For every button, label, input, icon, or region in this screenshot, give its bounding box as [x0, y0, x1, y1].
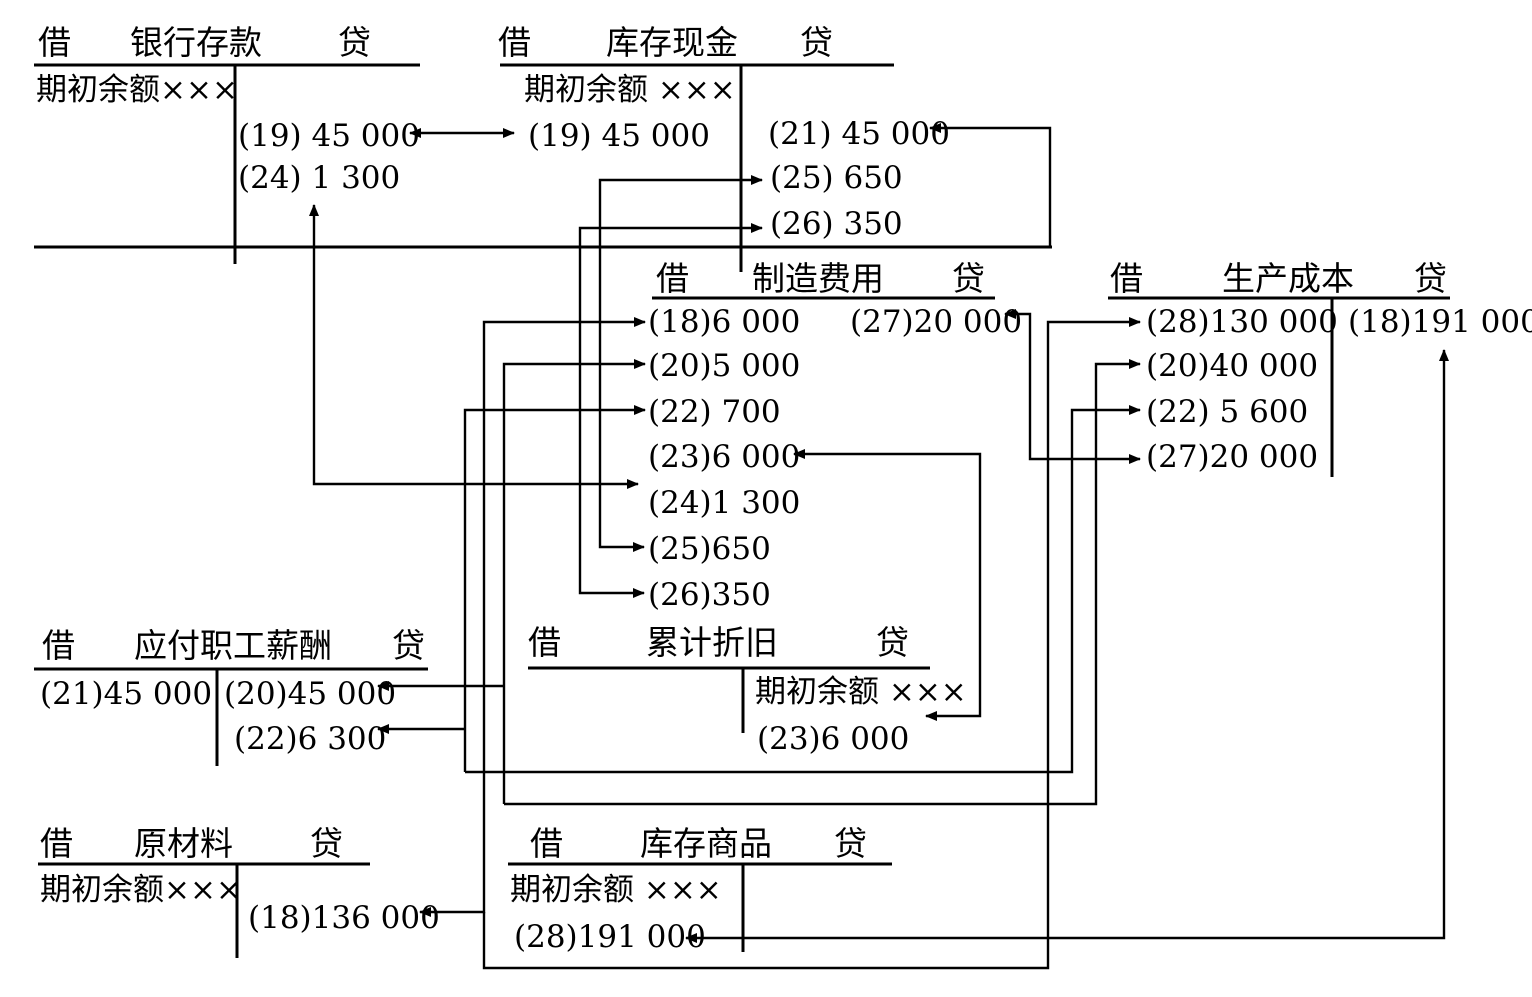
cash-credit-entry: (21) 45 000 [768, 116, 950, 152]
production-debit-entry: (28)130 000 [1146, 304, 1338, 340]
account-depreciation: 借 累计折旧 贷 期初余额 ××× (23)6 000 [528, 623, 967, 757]
arrow-22-overhead [463, 405, 646, 772]
overhead-debit-entry: (22) 700 [648, 394, 781, 430]
arrow-28 [685, 349, 1449, 943]
account-payroll: 借 应付职工薪酬 贷 (21)45 000 (20)45 000 (22)6 3… [34, 626, 428, 766]
goods-debit-entry: (28)191 000 [514, 919, 706, 955]
account-production: 借 生产成本 贷 (28)130 000 (20)40 000 (22) 5 6… [1108, 259, 1532, 477]
bank-credit-label: 贷 [338, 23, 371, 62]
production-debit-label: 借 [1110, 259, 1143, 298]
production-debit-entry: (22) 5 600 [1146, 394, 1308, 430]
account-materials: 借 原材料 贷 期初余额××× (18)136 000 [38, 824, 440, 958]
overhead-debit-entry: (26)350 [648, 577, 771, 613]
overhead-credit-entry: (27)20 000 [850, 304, 1022, 340]
bank-debit-label: 借 [38, 23, 71, 62]
depreciation-debit-label: 借 [528, 623, 561, 662]
cash-title: 库存现金 [606, 23, 738, 62]
payroll-credit-entry: (20)45 000 [224, 676, 396, 712]
goods-title: 库存商品 [640, 824, 772, 863]
payroll-credit-entry: (22)6 300 [234, 721, 386, 757]
materials-credit-entry: (18)136 000 [248, 900, 440, 936]
account-cash: 借 库存现金 贷 期初余额 ××× (19) 45 000 (21) 45 00… [498, 23, 950, 272]
production-credit-label: 贷 [1414, 259, 1447, 298]
overhead-credit-label: 贷 [952, 259, 985, 298]
materials-credit-label: 贷 [310, 824, 343, 863]
bank-credit-entry: (19) 45 000 [238, 118, 420, 154]
cash-debit-label: 借 [498, 23, 531, 62]
payroll-debit-label: 借 [42, 626, 75, 665]
connectors [309, 123, 1449, 970]
depreciation-credit-entry: 期初余额 ××× [755, 674, 967, 710]
cash-debit-entry: 期初余额 ××× [524, 72, 736, 108]
cash-debit-entry: (19) 45 000 [528, 118, 710, 154]
arrow-18-production [482, 317, 1141, 970]
bank-credit-entry: (24) 1 300 [238, 160, 400, 196]
depreciation-credit-label: 贷 [876, 623, 909, 662]
overhead-debit-entry: (20)5 000 [648, 348, 800, 384]
depreciation-title: 累计折旧 [646, 623, 778, 662]
arrow-21 [929, 123, 1052, 247]
account-bank: 借 银行存款 贷 期初余额××× (19) 45 000 (24) 1 300 [34, 23, 420, 264]
depreciation-credit-entry: (23)6 000 [757, 721, 909, 757]
production-credit-entry: (18)191 000 [1348, 304, 1532, 340]
production-debit-entry: (27)20 000 [1146, 439, 1318, 475]
cash-credit-label: 贷 [800, 23, 833, 62]
cash-credit-entry: (26) 350 [770, 206, 903, 242]
arrow-20-overhead [502, 359, 646, 804]
materials-title: 原材料 [134, 824, 233, 863]
goods-credit-label: 贷 [834, 824, 867, 863]
account-goods: 借 库存商品 贷 期初余额 ××× (28)191 000 [508, 824, 892, 955]
production-debit-entry: (20)40 000 [1146, 348, 1318, 384]
production-title: 生产成本 [1222, 259, 1354, 298]
goods-debit-label: 借 [530, 824, 563, 863]
overhead-title: 制造费用 [752, 259, 884, 298]
bank-debit-entry: 期初余额××× [36, 72, 238, 108]
goods-debit-entry: 期初余额 ××× [510, 872, 722, 908]
materials-debit-entry: 期初余额××× [40, 872, 242, 908]
overhead-debit-label: 借 [656, 259, 689, 298]
overhead-debit-entry: (24)1 300 [648, 485, 800, 521]
payroll-credit-label: 贷 [392, 626, 425, 665]
cash-credit-entry: (25) 650 [770, 160, 903, 196]
bank-title: 银行存款 [130, 23, 262, 62]
overhead-debit-entry: (18)6 000 [648, 304, 800, 340]
payroll-debit-entry: (21)45 000 [40, 676, 212, 712]
account-overhead: 借 制造费用 贷 (18)6 000 (20)5 000 (22) 700 (2… [648, 259, 1022, 613]
arrow-18 [419, 317, 646, 917]
payroll-title: 应付职工薪酬 [134, 626, 332, 665]
overhead-debit-entry: (25)650 [648, 531, 771, 567]
overhead-debit-entry: (23)6 000 [648, 439, 800, 475]
materials-debit-label: 借 [40, 824, 73, 863]
arrow-22-production [465, 405, 1141, 774]
